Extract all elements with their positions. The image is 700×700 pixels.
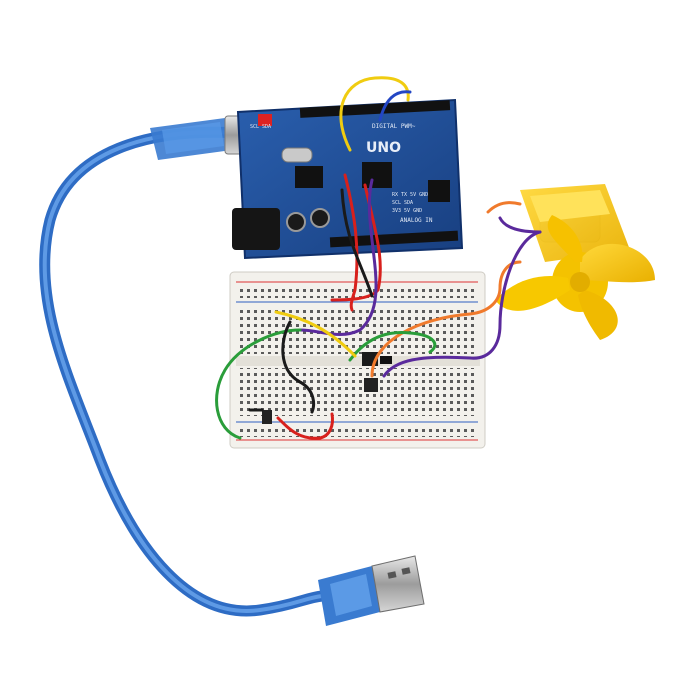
dc-power-jack [232,208,280,250]
wire-yellow [274,310,357,358]
transistor-pins [364,378,378,392]
wire-green [348,330,437,362]
board-model-label: UNO [366,140,401,156]
power-rail-top [240,286,476,298]
usb-chip [295,166,323,188]
diode [380,356,392,364]
fan-blade [495,276,570,311]
center-channel [236,356,480,366]
wire-purple [498,216,542,234]
icsp-header [428,180,450,202]
microcontroller-chip [362,162,392,188]
terminal-strip-bottom [240,368,476,416]
capacitor [310,208,330,228]
reset-button [258,114,272,126]
wire-orange [486,201,522,214]
wire-blue [378,90,412,122]
jumper-wires [215,76,542,440]
resistor [262,410,272,424]
wire-yellow [339,76,410,152]
analog-in-label: ANALOG IN [400,217,433,224]
wire-red [276,412,334,440]
crystal-oscillator [281,147,313,163]
arduino-uno-board: UNO DIGITAL PWM~ ANALOG IN RX TX 5V GND … [232,98,464,260]
aref-label: SCL SDA [250,124,271,130]
wire-green [215,328,302,440]
fan-blade [578,290,618,340]
capacitor [286,212,306,232]
usb-cable [39,115,425,626]
wire-red [343,173,359,312]
analog-header [329,230,459,248]
voltage-pins-label: 3V3 5V GND [392,208,422,214]
wire-black [340,188,374,298]
digital-header-label: DIGITAL PWM~ [372,123,416,130]
power-rail-bottom [240,425,476,437]
power-pins-label: RX TX 5V GND [392,192,428,198]
i2c-label: SCL SDA [392,200,413,206]
wire-purple [298,178,378,336]
usb-a-plug [318,555,425,626]
wire-black [281,320,315,414]
fan-blade [547,215,583,262]
wire-purple [382,230,542,378]
fan-blade [580,243,655,283]
wire-orange [370,260,522,378]
wire-red [330,183,382,302]
digital-header [299,100,451,118]
fan-motor [495,184,655,340]
